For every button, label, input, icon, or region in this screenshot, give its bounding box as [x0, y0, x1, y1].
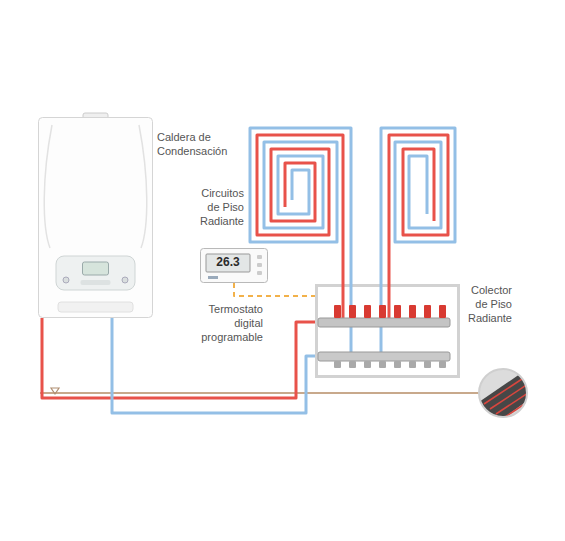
water-pipe: [342, 246, 345, 284]
thermostat-button: [257, 255, 262, 259]
floor-circuit-spiral: [250, 128, 351, 246]
return-fitting: [334, 361, 341, 368]
manifold-box: Colector de Piso Radiante: [315, 284, 460, 378]
thermostat-button: [257, 271, 262, 275]
floor-detail-frame: [479, 369, 527, 417]
node-label: Caldera de Condensación: [157, 131, 242, 159]
control-panel: [56, 256, 135, 290]
water-pipe: [42, 318, 315, 398]
thermostat-body: [201, 249, 268, 283]
return-fitting: [439, 361, 446, 368]
node-label: Colector de Piso Radiante: [458, 284, 512, 325]
node-shape: [315, 284, 460, 378]
floor-circuits: Circuitos de Piso Radiante: [250, 124, 457, 246]
floor-detail-picture: [476, 368, 542, 422]
valve-cap: [334, 305, 341, 318]
boiler-unit: Caldera de Condensación: [38, 117, 153, 318]
thermostat-button: [257, 263, 262, 267]
water-pipe: [350, 246, 353, 284]
boiler-display: [83, 262, 109, 275]
display-reading: 26.3: [216, 256, 239, 269]
return-fitting: [379, 361, 386, 368]
node-shape: [250, 124, 457, 246]
supply-bar: [318, 318, 450, 327]
thermostat-logo: [208, 276, 218, 279]
node-label: Circuitos de Piso Radiante: [186, 187, 244, 228]
node-shape: [38, 117, 153, 318]
boiler-casing: [39, 118, 153, 318]
valve-cap: [379, 305, 386, 318]
valve-cap: [349, 305, 356, 318]
floor-level-marker: [51, 388, 59, 394]
floor-circuit-spiral: [389, 135, 448, 246]
control-buttons: [81, 280, 111, 285]
return-fitting: [394, 361, 401, 368]
valve-cap: [424, 305, 431, 318]
casing-curve: [139, 125, 147, 248]
return-fitting: [364, 361, 371, 368]
manifold-pipe: [388, 284, 391, 318]
node-label: Termostato digital programable: [193, 303, 263, 344]
return-fitting: [349, 361, 356, 368]
casing-curve: [44, 125, 52, 248]
bottom-cover: [58, 302, 133, 312]
floor-line: [40, 392, 479, 394]
return-bar: [318, 352, 450, 361]
control-wire: [234, 283, 315, 296]
water-pipe: [388, 246, 391, 284]
valve-cap: [394, 305, 401, 318]
heating-pipe: [502, 394, 540, 419]
return-fitting: [424, 361, 431, 368]
control-button: [122, 277, 128, 283]
control-button: [63, 277, 69, 283]
water-pipe: [380, 246, 383, 284]
thermostat-screen: [206, 254, 250, 272]
thermostat-unit: 26.3Termostato digital programable: [200, 248, 268, 283]
return-fitting: [409, 361, 416, 368]
valve-cap: [409, 305, 416, 318]
valve-cap: [364, 305, 371, 318]
valve-cap: [439, 305, 446, 318]
floor-slab: [476, 374, 542, 422]
floor-circuit-spiral: [381, 128, 455, 246]
manifold-pipe: [342, 284, 345, 318]
